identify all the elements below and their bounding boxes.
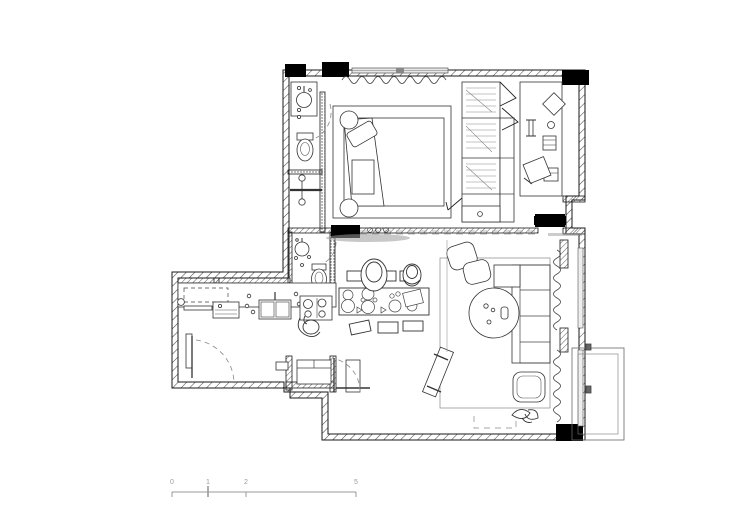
balcony-inner	[577, 353, 619, 435]
potted-plant	[511, 409, 539, 423]
kitchen-furniture	[177, 282, 337, 369]
corner-fitting	[177, 298, 185, 306]
scale-tick-5: 5	[354, 479, 358, 486]
bedroom-downlights	[367, 227, 389, 233]
living-furniture	[421, 240, 551, 429]
wardrobe-door-swing	[445, 81, 519, 211]
washbasin-guest	[294, 241, 310, 257]
planter-round	[547, 121, 555, 129]
utility-fitting	[185, 333, 193, 369]
curtain-wave-living-right	[553, 249, 561, 331]
dining-furniture	[338, 258, 430, 336]
stool-small	[542, 135, 557, 151]
decor-bar	[528, 119, 534, 137]
bedroom-furniture	[332, 105, 452, 233]
kitchen-person-figure	[297, 315, 321, 337]
ensuite-fixtures	[290, 81, 322, 206]
place-settings	[341, 287, 424, 314]
door-leaves	[191, 336, 335, 392]
sofa-chaise	[493, 264, 521, 288]
burner	[303, 299, 313, 309]
partition-living-east-b	[559, 327, 569, 353]
plan-shading	[326, 233, 582, 242]
table-decor	[486, 319, 492, 325]
column	[322, 62, 349, 77]
entry-shadow	[326, 234, 410, 242]
study-balcony-furniture	[519, 81, 566, 225]
column	[562, 70, 589, 85]
entry-door-panel	[345, 359, 361, 393]
door-swing-guestbath	[321, 241, 337, 265]
partition-ensuite-dressing	[287, 169, 323, 175]
door-swing-utility	[195, 339, 235, 385]
balcony-outline	[571, 347, 625, 441]
windows-group	[351, 67, 584, 427]
burner	[318, 310, 326, 318]
column	[285, 64, 306, 77]
armchair-top-2	[462, 259, 492, 285]
curtain-wave-bedroom	[341, 76, 447, 84]
scale-tick-0: 0	[170, 479, 174, 486]
planter-diamond	[542, 92, 566, 116]
dining-person-figures	[360, 258, 422, 292]
door-swings	[195, 103, 361, 393]
wardrobe-body	[461, 81, 501, 223]
window-balcony-right	[577, 349, 584, 427]
window-living-right	[577, 247, 584, 329]
side-balcony	[571, 343, 625, 441]
washbasin-ensuite	[296, 92, 312, 108]
scale-tick-1: 1	[206, 479, 210, 486]
partition-living-east-a	[559, 239, 569, 269]
burner	[304, 310, 312, 318]
glazing-bedroom-south	[360, 230, 535, 235]
burner	[317, 298, 327, 308]
door-swing-entry	[331, 357, 361, 393]
bed-throw	[351, 159, 375, 195]
curtain-wave-balcony-right	[553, 349, 561, 423]
upper-cabinet-dashed	[183, 287, 229, 303]
balcony-rail-block	[534, 216, 566, 225]
wardrobe-shelving	[465, 87, 496, 191]
balcony-post	[585, 343, 592, 351]
counter-ledge	[183, 305, 213, 311]
balcony-post	[585, 385, 592, 394]
entry-furniture	[275, 359, 370, 393]
shower-rail	[290, 174, 322, 206]
nightstand-left	[339, 110, 359, 130]
door-swing-ensuite	[315, 103, 332, 139]
table-decor	[490, 307, 496, 313]
wardrobe-unit	[445, 81, 519, 223]
round-coffee-table	[468, 287, 520, 339]
wardrobe-knob	[477, 211, 483, 217]
nightstand-right	[339, 198, 359, 218]
partition-guestbath-east	[329, 231, 336, 289]
floor-threshold-dashed	[473, 416, 517, 429]
pillow-one	[346, 120, 378, 148]
table-decor	[483, 303, 489, 309]
wardrobe-side-panel	[499, 117, 515, 223]
lounge-chair-balcony	[522, 156, 552, 184]
column	[556, 424, 583, 441]
armchair-bottom	[512, 371, 546, 403]
partition-bedroom-south	[287, 227, 539, 234]
tap-icon	[296, 86, 301, 91]
table-book	[500, 306, 509, 320]
scale-tick-2: 2	[244, 479, 248, 486]
partition-bedroom-bath	[319, 91, 326, 233]
shoe-niche	[275, 361, 289, 371]
curtains-group	[341, 76, 561, 423]
partition-balcony-north	[562, 195, 586, 203]
toilet-bowl	[296, 138, 314, 162]
graphic-scale-bar: 0 1 2 5	[170, 479, 358, 497]
double-kitchen-sink	[258, 299, 292, 320]
partition-entry-west	[285, 355, 293, 391]
balcony-shadow	[548, 233, 582, 236]
partition-kitchen-north	[177, 277, 291, 284]
window-bedroom-top	[351, 67, 449, 74]
